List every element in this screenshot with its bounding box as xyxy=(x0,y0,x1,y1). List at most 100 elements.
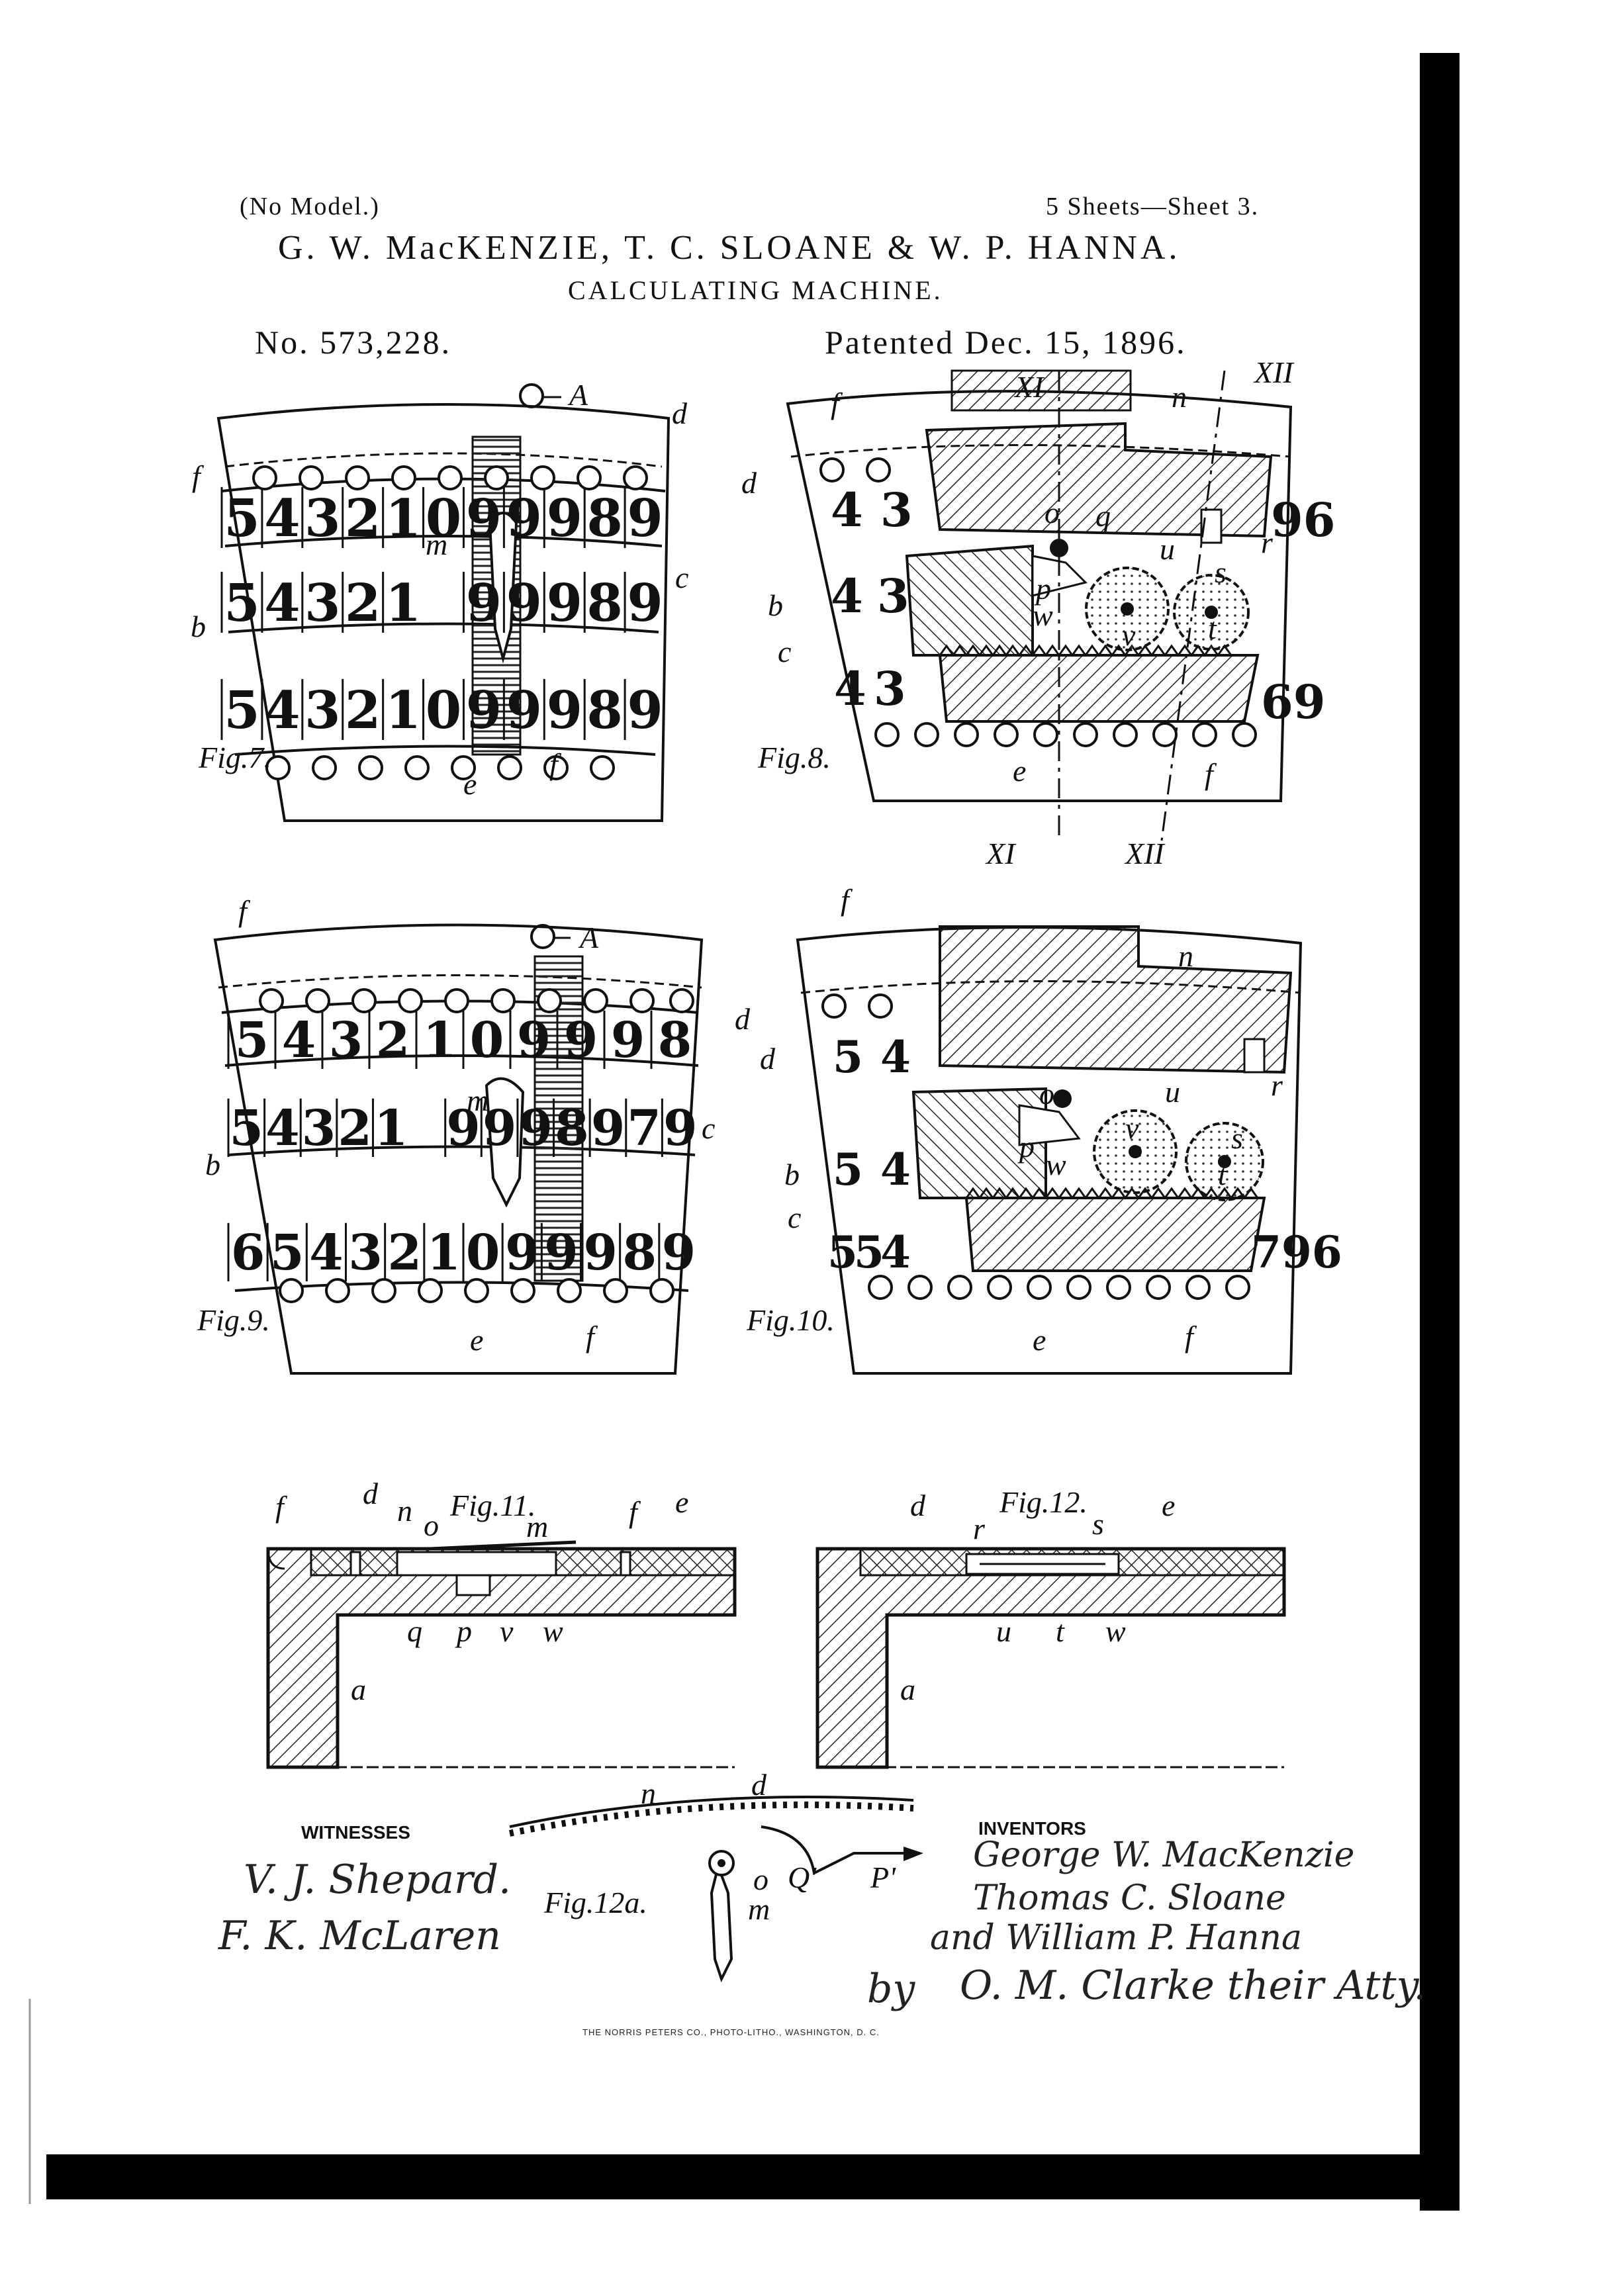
index-hole xyxy=(444,988,469,1013)
index-hole xyxy=(1192,722,1217,747)
digit: 0 xyxy=(466,1224,500,1281)
index-hole xyxy=(866,457,891,482)
digit: 2 xyxy=(345,488,381,549)
fig10-hatched-block-n xyxy=(939,925,1293,1074)
fig12-label-w: w xyxy=(1105,1614,1126,1648)
digit: 4 xyxy=(265,1100,300,1157)
index-hole xyxy=(510,1278,535,1303)
digit: 1 xyxy=(385,680,421,741)
witness-2-signature: F. K. McLaren xyxy=(218,1913,501,1959)
digit: 3 xyxy=(304,488,340,549)
fig12-caption: Fig.12. xyxy=(999,1485,1088,1519)
fig8-label-r: r xyxy=(1261,526,1274,559)
index-hole xyxy=(1073,722,1098,747)
digit: 8 xyxy=(658,1012,692,1069)
fig12-label-t: t xyxy=(1056,1614,1065,1648)
fig8-label-b: b xyxy=(768,588,783,622)
index-hole xyxy=(821,993,847,1019)
index-hole xyxy=(358,755,383,780)
index-hole xyxy=(490,988,516,1013)
model-note: (No Model.) xyxy=(240,193,380,220)
fig8-label-o: o xyxy=(1044,496,1060,529)
fig8-label-f: f xyxy=(831,387,843,420)
index-hole xyxy=(312,755,337,780)
index-hole xyxy=(391,465,416,490)
fig10-label-b: b xyxy=(784,1158,800,1191)
digit: 4 xyxy=(831,569,863,623)
fig7-dash-line xyxy=(224,452,663,468)
fig7-outline xyxy=(216,403,671,822)
fig12a-lever-m xyxy=(710,1862,733,1983)
fig7-label-A: A xyxy=(567,378,588,412)
fig10-slider-r xyxy=(1243,1038,1266,1074)
fig7-holes xyxy=(252,465,648,780)
digit: 5 xyxy=(224,488,259,549)
index-hole xyxy=(954,722,979,747)
patent-date: Patented Dec. 15, 1896. xyxy=(825,324,1187,361)
index-hole xyxy=(590,755,615,780)
digit: 3 xyxy=(880,482,913,537)
attorney-signature: O. M. Clarke their Atty. xyxy=(960,1962,1426,2009)
fig9-label-c: c xyxy=(702,1111,715,1145)
digit: 9 xyxy=(466,488,502,549)
digit: 69 xyxy=(1261,674,1325,729)
digit: 9 xyxy=(611,1012,645,1069)
index-hole xyxy=(629,988,655,1013)
digit: 96 xyxy=(1271,492,1335,547)
digit: 3 xyxy=(304,573,340,633)
sheet-note: 5 Sheets—Sheet 3. xyxy=(1046,193,1260,220)
figure-12 xyxy=(815,1547,1286,1769)
digit: 5 xyxy=(224,573,259,633)
fig10-pawl-p xyxy=(1018,1104,1081,1146)
inventor-1-signature: George W. MacKenzie xyxy=(973,1835,1354,1875)
fig8-rack-teeth xyxy=(939,644,1232,657)
digit: 1 xyxy=(427,1224,461,1281)
fig8-label-u: u xyxy=(1160,532,1175,566)
digit: 9 xyxy=(446,1100,481,1157)
witnesses-heading: WITNESSES xyxy=(301,1822,410,1843)
index-hole xyxy=(543,755,569,780)
index-hole xyxy=(351,988,377,1013)
index-hole xyxy=(947,1275,972,1300)
inventor-3-signature: and William P. Hanna xyxy=(930,1918,1302,1958)
fig8-label-d: d xyxy=(741,466,757,500)
index-hole xyxy=(418,1278,443,1303)
fig11-lever-m xyxy=(430,1540,577,1551)
index-hole xyxy=(438,465,463,490)
digit: 5 xyxy=(854,1226,884,1278)
index-hole xyxy=(398,988,423,1013)
fig8-label-q: q xyxy=(1095,499,1111,533)
index-hole xyxy=(1146,1275,1171,1300)
fig10-label-t: t xyxy=(1218,1158,1227,1191)
digit: 9 xyxy=(466,680,502,741)
inventor-2-signature: Thomas C. Sloane xyxy=(973,1878,1286,1918)
fig12-label-r: r xyxy=(973,1512,986,1545)
fig9-caption: Fig.9. xyxy=(197,1303,270,1337)
index-hole xyxy=(345,465,370,490)
digit: 4 xyxy=(880,1144,911,1195)
fig9-label-d: d xyxy=(735,1002,751,1036)
fig9-label-e: e xyxy=(470,1323,483,1357)
digit: 0 xyxy=(470,1012,504,1069)
fig8-label-XI-bottom: XI xyxy=(985,837,1017,870)
digit: 9 xyxy=(591,1100,626,1157)
fig11-label-p: p xyxy=(455,1614,472,1648)
fig8-label-n: n xyxy=(1172,380,1187,414)
digit: 1 xyxy=(385,573,421,633)
fig9-lever-m xyxy=(485,1077,525,1208)
fig12-label-e: e xyxy=(1162,1489,1175,1522)
digit: 2 xyxy=(338,1100,372,1157)
digit: 4 xyxy=(834,661,866,716)
fig10-label-f: f xyxy=(841,883,853,917)
index-hole xyxy=(325,1278,350,1303)
index-hole xyxy=(464,1278,489,1303)
fig10-holes xyxy=(821,993,1250,1300)
fig8-label-t: t xyxy=(1208,612,1217,645)
fig8-hatched-rack xyxy=(905,544,1034,657)
inventors-heading: INVENTORS xyxy=(978,1818,1086,1839)
digit: 9 xyxy=(544,1224,579,1281)
index-hole xyxy=(497,755,522,780)
